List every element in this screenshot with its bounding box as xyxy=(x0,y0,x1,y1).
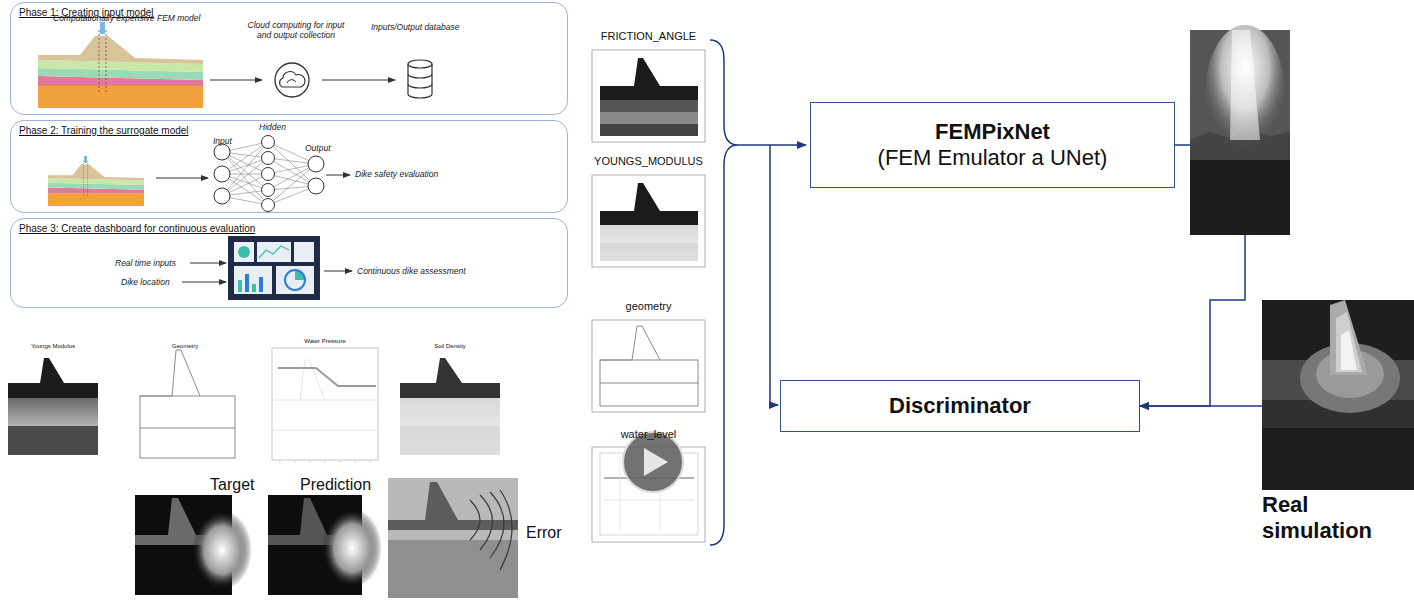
node-text: Discriminator xyxy=(889,393,1031,419)
panel-caption: Dike safety evaluation xyxy=(355,170,438,180)
node-text: geometry xyxy=(585,300,712,312)
plot-title: Geometry xyxy=(135,343,235,349)
model-box: FEMPixNet(FEM Emulator a UNet) xyxy=(810,102,1175,188)
panel-caption: Inputs/Output database xyxy=(371,23,459,33)
input-feature: YOUNGS_MODULUS xyxy=(585,155,712,270)
plot-title: Water Pressure xyxy=(272,338,378,344)
plot-title: Youngs Modulus xyxy=(8,343,98,349)
input-feature: water_level xyxy=(585,428,712,545)
panel-caption: Cloud computing for input and output col… xyxy=(241,21,351,41)
phase-panel: Phase 3: Create dashboard for continuous… xyxy=(10,218,568,308)
input-feature: FRICTION_ANGLE xyxy=(585,30,712,145)
image-caption: Target xyxy=(210,476,254,494)
panel-caption: Hidden xyxy=(259,123,286,133)
panel-title: Phase 2: Training the surrogate model xyxy=(19,125,189,136)
node-text: YOUNGS_MODULUS xyxy=(585,155,712,167)
panel-caption: Output xyxy=(305,144,331,154)
node-text: Real simulation xyxy=(1262,492,1410,545)
panel-caption: Input xyxy=(213,137,232,147)
model-box: Discriminator xyxy=(780,380,1140,432)
node-text: FEMPixNet xyxy=(935,119,1050,145)
panel-caption: Dike location xyxy=(121,278,170,288)
node-text: (FEM Emulator a UNet) xyxy=(878,145,1108,171)
image-caption: Prediction xyxy=(300,476,371,494)
image-caption: Error xyxy=(526,524,562,542)
panel-caption: Real time inputs xyxy=(115,259,176,269)
panel-caption: Continuous dike assessment xyxy=(357,267,466,277)
input-feature: geometry xyxy=(585,300,712,415)
panel-caption: Computationally expensive FEM model xyxy=(53,14,200,24)
flow-arrow xyxy=(1140,405,1262,407)
phase-panel: Phase 1: Creating input modelComputation… xyxy=(10,2,568,115)
node-text: water_level xyxy=(585,428,712,440)
plot-title: Soil Density xyxy=(400,343,500,349)
simulation-image: Real simulation xyxy=(1262,300,1414,566)
phase-panel: Phase 2: Training the surrogate model Hid… xyxy=(10,120,568,213)
node-text: FRICTION_ANGLE xyxy=(585,30,712,42)
panel-title: Phase 3: Create dashboard for continuous… xyxy=(19,223,255,234)
